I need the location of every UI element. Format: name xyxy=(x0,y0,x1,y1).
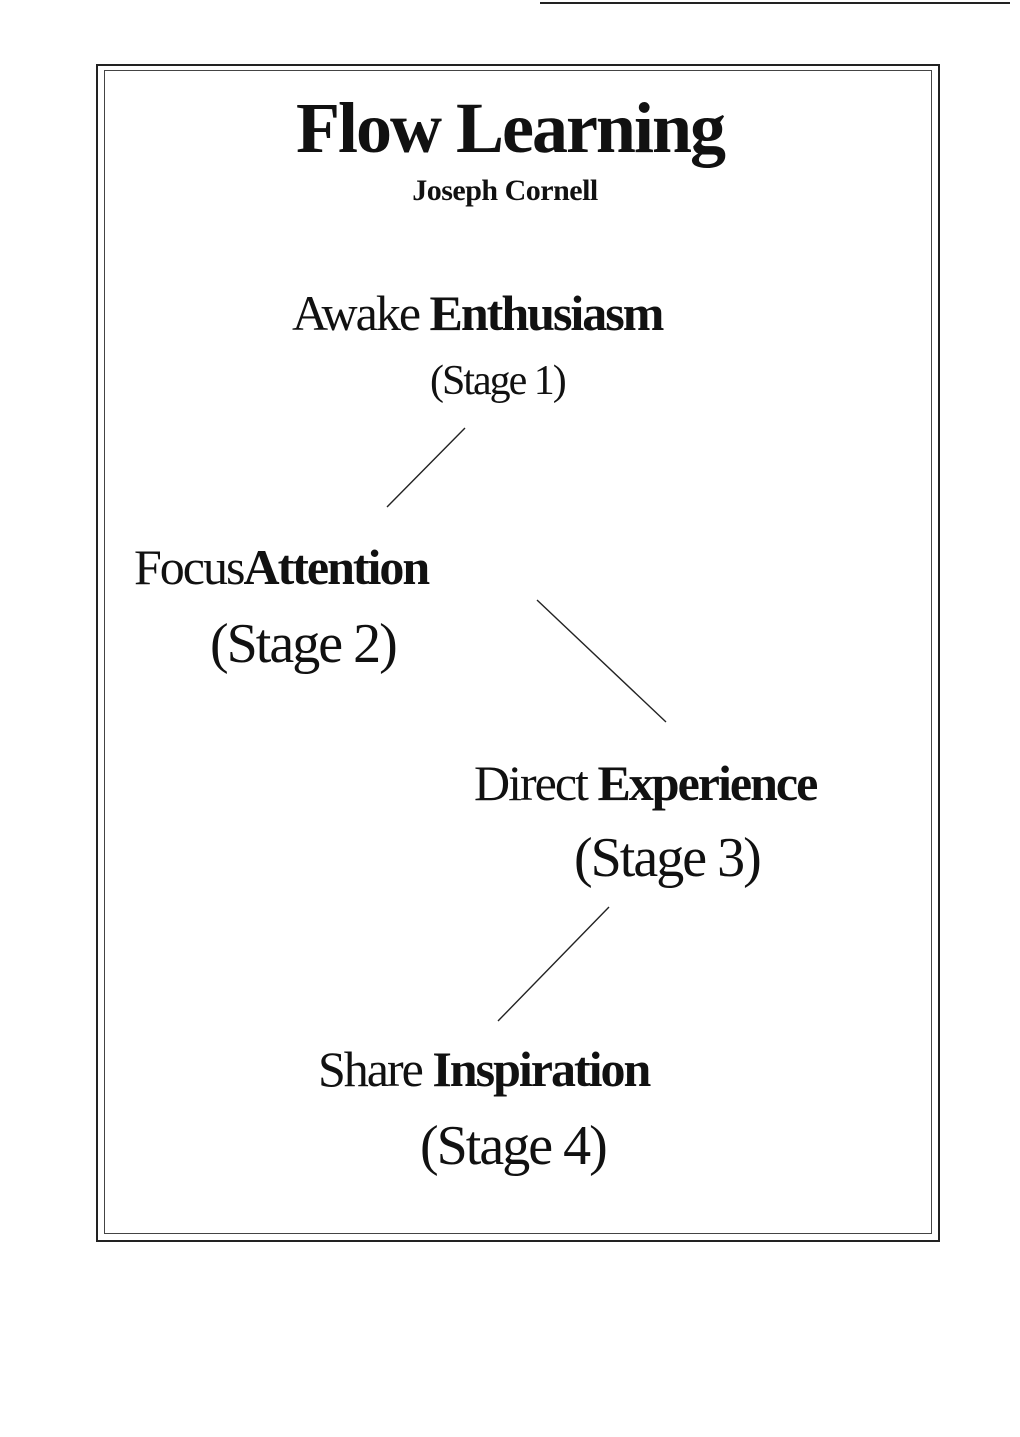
stage-1-noun: Enthusiasm xyxy=(429,285,665,341)
outer-frame-border xyxy=(96,64,940,1242)
stage-1-heading: Awake Enthusiasm xyxy=(292,285,665,341)
inner-frame-border xyxy=(104,70,932,1234)
top-rule xyxy=(540,2,1010,4)
stage-4-heading: Share Inspiration xyxy=(318,1041,651,1097)
stage-3-heading: Direct Experience xyxy=(474,755,818,811)
stage-3-label: (Stage 3) xyxy=(574,827,762,889)
stage-1-label: (Stage 1) xyxy=(430,358,567,404)
stage-2-verb: Focus xyxy=(134,539,245,595)
stage-3-noun: Experience xyxy=(597,755,818,811)
stage-3-verb: Direct xyxy=(474,755,589,811)
stage-4-noun: Inspiration xyxy=(432,1041,651,1097)
stage-2-noun: Attention xyxy=(243,539,430,595)
diagram-title: Flow Learning xyxy=(295,88,726,168)
stage-2-label: (Stage 2) xyxy=(210,613,398,675)
diagram-author: Joseph Cornell xyxy=(412,174,598,207)
stage-4-verb: Share xyxy=(318,1041,424,1097)
stage-2-heading: FocusAttention xyxy=(134,539,430,595)
stage-1-verb: Awake xyxy=(292,285,421,341)
stage-4-label: (Stage 4) xyxy=(420,1115,608,1177)
